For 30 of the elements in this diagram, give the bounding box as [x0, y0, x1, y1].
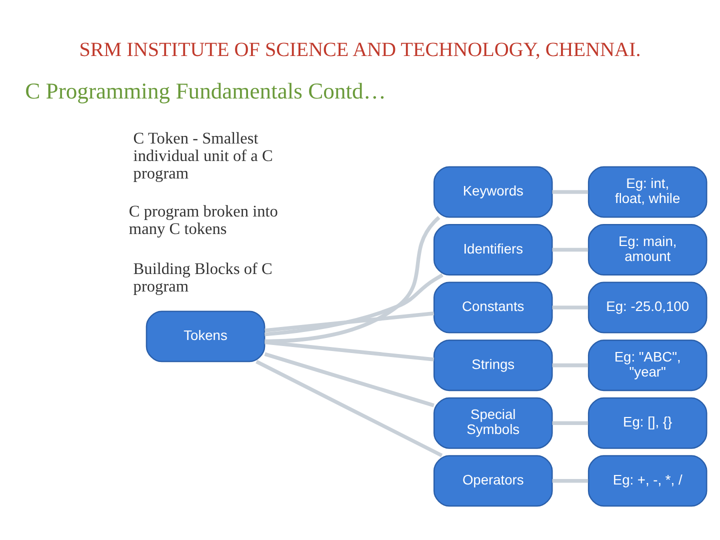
- label: C Programming Fundamentals Contd…: [25, 78, 386, 103]
- node-box: Strings: [433, 339, 553, 391]
- node-box: Eg: int, float, while: [588, 166, 708, 218]
- node-box: Identifiers: [433, 224, 553, 276]
- node-box: Eg: "ABC", "year": [588, 339, 708, 391]
- connector: [264, 216, 440, 343]
- label: C Token - Smallest individual unit of a C program: [133, 128, 273, 182]
- connector: [552, 305, 588, 309]
- node-box: Keywords: [433, 166, 553, 218]
- label: Building Blocks of C program: [133, 258, 272, 296]
- connector: [552, 190, 588, 194]
- node-box: Eg: -25.0,100: [588, 281, 708, 333]
- connector: [264, 311, 434, 332]
- node-box: Constants: [433, 281, 553, 333]
- node-box: Operators: [433, 454, 553, 506]
- connector: [552, 478, 588, 482]
- connector: [264, 272, 444, 336]
- connector: [552, 362, 588, 367]
- node-box: Eg: +, -, *, /: [588, 454, 708, 506]
- node-box: Special Symbols: [433, 396, 553, 448]
- node-box: Tokens: [146, 310, 266, 362]
- connector: [264, 352, 434, 407]
- node-box: Eg: main, amount: [588, 224, 708, 276]
- diagram-title: SRM INSTITUTE OF SCIENCE AND TECHNOLOGY, CHENNAI.: [79, 38, 641, 61]
- connector: [256, 359, 443, 457]
- connector: [552, 420, 588, 424]
- connector: [552, 247, 588, 252]
- label: C program broken into many C tokens: [128, 200, 278, 238]
- node-box: Eg: [], {}: [588, 396, 708, 448]
- connector: [264, 340, 434, 361]
